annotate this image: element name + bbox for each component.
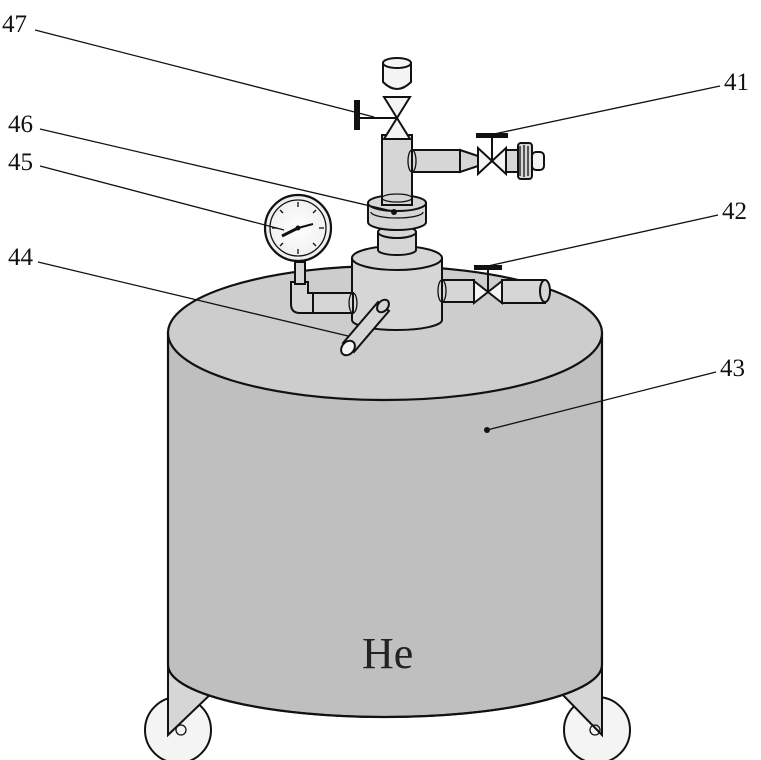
side-valve-lower xyxy=(437,265,551,306)
label-45: 45 xyxy=(8,149,33,176)
label-43: 43 xyxy=(720,355,745,382)
vertical-pipe xyxy=(381,134,413,206)
leader-lines xyxy=(34,29,721,431)
gauge-assembly xyxy=(263,193,358,314)
side-valve-upper xyxy=(407,133,545,180)
central-block xyxy=(351,225,443,331)
tank-label-he: He xyxy=(362,629,413,678)
label-42: 42 xyxy=(722,198,747,225)
label-41: 41 xyxy=(724,69,749,96)
angled-tube xyxy=(340,298,391,357)
label-47: 47 xyxy=(2,11,27,38)
label-44: 44 xyxy=(8,244,34,271)
top-valve xyxy=(354,57,412,140)
label-46: 46 xyxy=(8,111,33,138)
